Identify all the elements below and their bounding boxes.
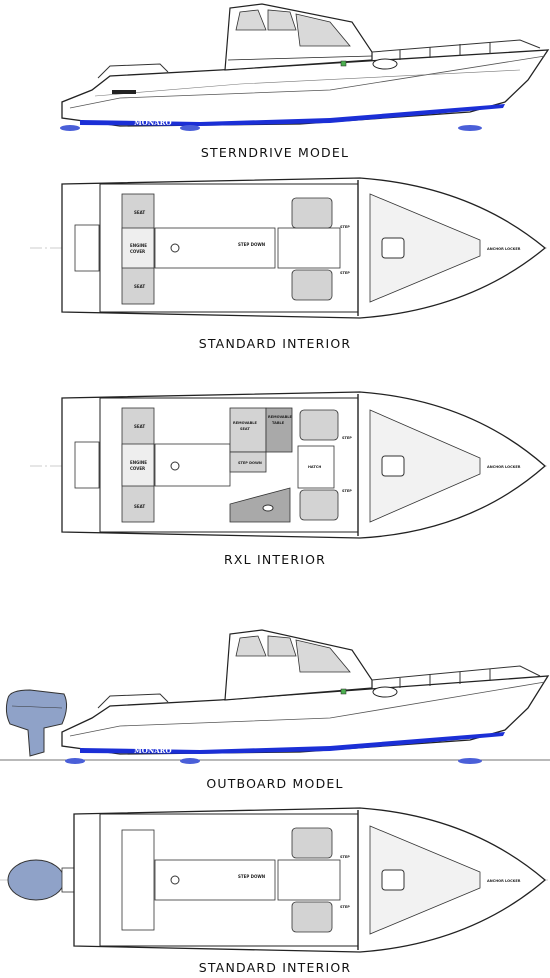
svg-text:SEAT: SEAT bbox=[134, 424, 145, 429]
caption-outboard: OUTBOARD MODEL bbox=[206, 776, 344, 791]
standard-interior-plan: SEAT ENGINE COVER SEAT STEP DOWN STEP ST… bbox=[0, 170, 550, 330]
vberth bbox=[369, 193, 481, 303]
outboard-motor-plan bbox=[7, 859, 65, 901]
svg-text:COVER: COVER bbox=[130, 466, 145, 471]
rxl-interior-drawing: SEAT ENGINE COVER SEAT REMOVABLE SEAT RE… bbox=[30, 391, 548, 539]
engine-cover bbox=[121, 227, 155, 269]
rxl-interior-plan: SEAT ENGINE COVER SEAT REMOVABLE SEAT RE… bbox=[0, 384, 550, 544]
svg-text:ANCHOR LOCKER: ANCHOR LOCKER bbox=[487, 247, 521, 251]
caption-standard-interior-1: STANDARD INTERIOR bbox=[198, 336, 352, 351]
svg-text:STEP: STEP bbox=[342, 436, 352, 440]
helm-seat bbox=[291, 827, 333, 859]
sheer-line bbox=[69, 55, 546, 109]
svg-text:HATCH: HATCH bbox=[308, 465, 321, 469]
caption-standard-interior-2: STANDARD INTERIOR bbox=[198, 960, 352, 975]
standard-interior-outboard-plan: STEP DOWN STEP STEP ANCHOR LOCKER bbox=[0, 800, 550, 958]
outboard-profile: MONARO bbox=[0, 620, 550, 770]
caption-sterndrive: STERNDRIVE MODEL bbox=[200, 145, 350, 160]
passenger-seat bbox=[291, 269, 333, 301]
svg-text:REMOVABLE: REMOVABLE bbox=[268, 415, 293, 419]
removable-table bbox=[265, 407, 293, 453]
standard-interior-drawing: SEAT ENGINE COVER SEAT STEP DOWN STEP ST… bbox=[30, 177, 548, 319]
vberth bbox=[369, 825, 481, 935]
svg-text:TABLE: TABLE bbox=[272, 421, 285, 425]
standard-interior-outboard-drawing: STEP DOWN STEP STEP ANCHOR LOCKER bbox=[0, 807, 548, 953]
svg-text:STEP: STEP bbox=[340, 855, 350, 859]
svg-text:STEP: STEP bbox=[342, 489, 352, 493]
svg-text:STEP: STEP bbox=[340, 271, 350, 275]
svg-text:STEP DOWN: STEP DOWN bbox=[238, 242, 265, 247]
hull-stripe bbox=[80, 732, 505, 754]
svg-text:ANCHOR LOCKER: ANCHOR LOCKER bbox=[487, 879, 521, 883]
svg-text:SEAT: SEAT bbox=[134, 504, 145, 509]
rear-bench bbox=[121, 829, 155, 931]
engine-cover bbox=[121, 443, 155, 487]
brand-logo: MONARO bbox=[134, 746, 172, 755]
outboard-motor bbox=[5, 689, 68, 757]
passenger-seat bbox=[299, 489, 339, 521]
svg-text:STEP DOWN: STEP DOWN bbox=[238, 461, 262, 465]
cabin-window bbox=[235, 9, 267, 31]
svg-text:STEP: STEP bbox=[340, 225, 350, 229]
svg-text:SEAT: SEAT bbox=[240, 427, 250, 431]
svg-text:STEP: STEP bbox=[340, 905, 350, 909]
sterndrive-profile: MONARO bbox=[0, 0, 550, 140]
helm-seat bbox=[299, 409, 339, 441]
sterndrive-drawing: MONARO bbox=[60, 3, 550, 131]
svg-text:REMOVABLE: REMOVABLE bbox=[233, 421, 258, 425]
outboard-drawing: MONARO bbox=[0, 629, 550, 764]
cabin-window bbox=[235, 635, 267, 657]
svg-text:SEAT: SEAT bbox=[134, 210, 145, 215]
passenger-seat bbox=[291, 901, 333, 933]
helm-seat bbox=[291, 197, 333, 229]
caption-rxl-interior: RXL INTERIOR bbox=[223, 552, 327, 567]
svg-text:ANCHOR LOCKER: ANCHOR LOCKER bbox=[487, 465, 521, 469]
svg-text:ENGINE: ENGINE bbox=[130, 460, 147, 465]
svg-text:COVER: COVER bbox=[130, 249, 145, 254]
brand-logo: MONARO bbox=[134, 118, 172, 127]
svg-text:STEP DOWN: STEP DOWN bbox=[238, 874, 265, 879]
vberth bbox=[369, 409, 481, 523]
svg-text:ENGINE: ENGINE bbox=[130, 243, 147, 248]
svg-text:SEAT: SEAT bbox=[134, 284, 145, 289]
hull-stripe bbox=[80, 104, 505, 126]
head-compartment bbox=[229, 487, 291, 523]
